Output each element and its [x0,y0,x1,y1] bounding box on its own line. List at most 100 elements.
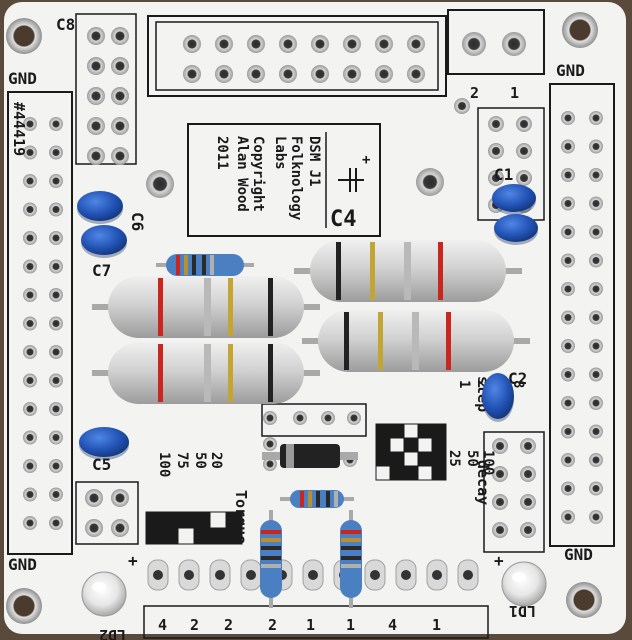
dip-cell [417,423,433,439]
left-pad [23,316,37,331]
driver-pad [263,457,277,471]
resistor-r3-band [438,242,443,300]
dip-cell [193,511,211,529]
ref-c5: C5 [92,455,111,474]
left-pad [49,459,63,473]
resistor-small-top-band [192,255,196,275]
pcb-id: #44419 [10,102,28,156]
mounting-hole-bottom-right [566,582,602,618]
dip-cell [161,527,179,545]
resistor-small-top-band [210,255,214,275]
dip-cell [225,527,243,545]
idc-pad [247,35,265,53]
dip-cell [403,437,419,453]
bottom-pad-hole [246,570,256,580]
dip-cell [403,451,419,467]
driver-pad [263,411,277,425]
c8-pad [111,117,129,135]
right-pad [589,253,603,268]
step-value-3: 8 [510,380,526,388]
terminal-pad-1 [502,32,526,56]
left-pad [23,459,37,473]
dip-cell [389,451,405,467]
c8-pad [111,57,129,75]
c1-pad [488,170,504,186]
bottom-pad-hole [215,570,225,580]
resistor-r1-band [268,278,273,336]
resistor-r2-band [268,344,273,402]
diode-body [280,444,340,468]
right-header-pads [561,111,603,524]
torque-text-block: 100 75 50 20 [156,452,224,477]
led-ld2 [81,571,127,617]
ld2-pads [85,489,129,537]
ld2-pad [85,489,103,507]
dip-cell [375,437,391,453]
bottom-pad-hole [401,570,411,580]
left-pad [23,430,37,445]
left-pad [23,288,37,302]
resistor-small-mid-band [326,491,330,507]
idc-pad [279,65,297,83]
ref-c4: C4 [330,207,357,232]
led-ld2-highlight [92,582,106,592]
terminal-pad-2 [462,32,486,56]
left-header-pads [23,117,63,530]
bottom-pad-hole [184,570,194,580]
dip-cell [375,451,391,467]
resistor-r3-band [370,242,375,300]
resistor-r2-band [204,344,211,402]
right-pad [589,282,603,296]
left-pad [49,430,63,445]
decay-label: decay [474,460,492,505]
title-line: 2011 [214,136,230,170]
idc-pad [215,35,233,53]
c4-pad-right [416,168,444,196]
dip-cell [145,511,163,529]
dip-cell [193,527,211,545]
c1-pad [488,143,504,159]
pcb-board [4,2,626,634]
left-pad [49,117,63,131]
step-pad [520,466,536,482]
header-mark: 4 [388,616,397,634]
idc-pad [183,65,201,83]
step-value-0: 1 [456,380,472,388]
left-pad [49,202,63,217]
resistor-small-top-band [176,255,180,275]
resistor-r4-band [378,312,383,370]
led-ld1 [501,561,547,607]
step-pad [492,494,508,510]
torque-value-1: 75 [174,452,190,469]
right-pad [589,396,603,410]
components [77,184,547,617]
driver-pad [263,437,277,451]
right-pad [561,396,575,410]
gnd-top-right: GND [556,61,585,80]
resistor-small-right [340,510,362,608]
right-pad [589,139,603,154]
diode-band [286,444,294,468]
bottom-pad-hole [432,570,442,580]
ref-c2: C2 [508,369,527,388]
step-pads [492,438,536,538]
right-pad [561,196,575,211]
decay-value-1: 25 [446,450,462,467]
bottom-header-pads [147,559,479,591]
ref-c6: C6 [128,212,147,231]
torque-value-0: 100 [156,452,172,477]
resistor-small-mid-band [300,491,304,507]
right-pad [561,481,575,496]
resistor-small-right-band [341,564,361,568]
idc-header-pads [183,35,425,83]
resistor-r1-band [204,278,211,336]
right-pad [589,481,603,496]
resistor-small-mid-band [308,491,312,507]
right-pad [589,196,603,211]
c8-pads [87,27,129,165]
left-pad [23,402,37,416]
left-pad [49,487,63,502]
decay-value-3: 100 [480,450,496,475]
